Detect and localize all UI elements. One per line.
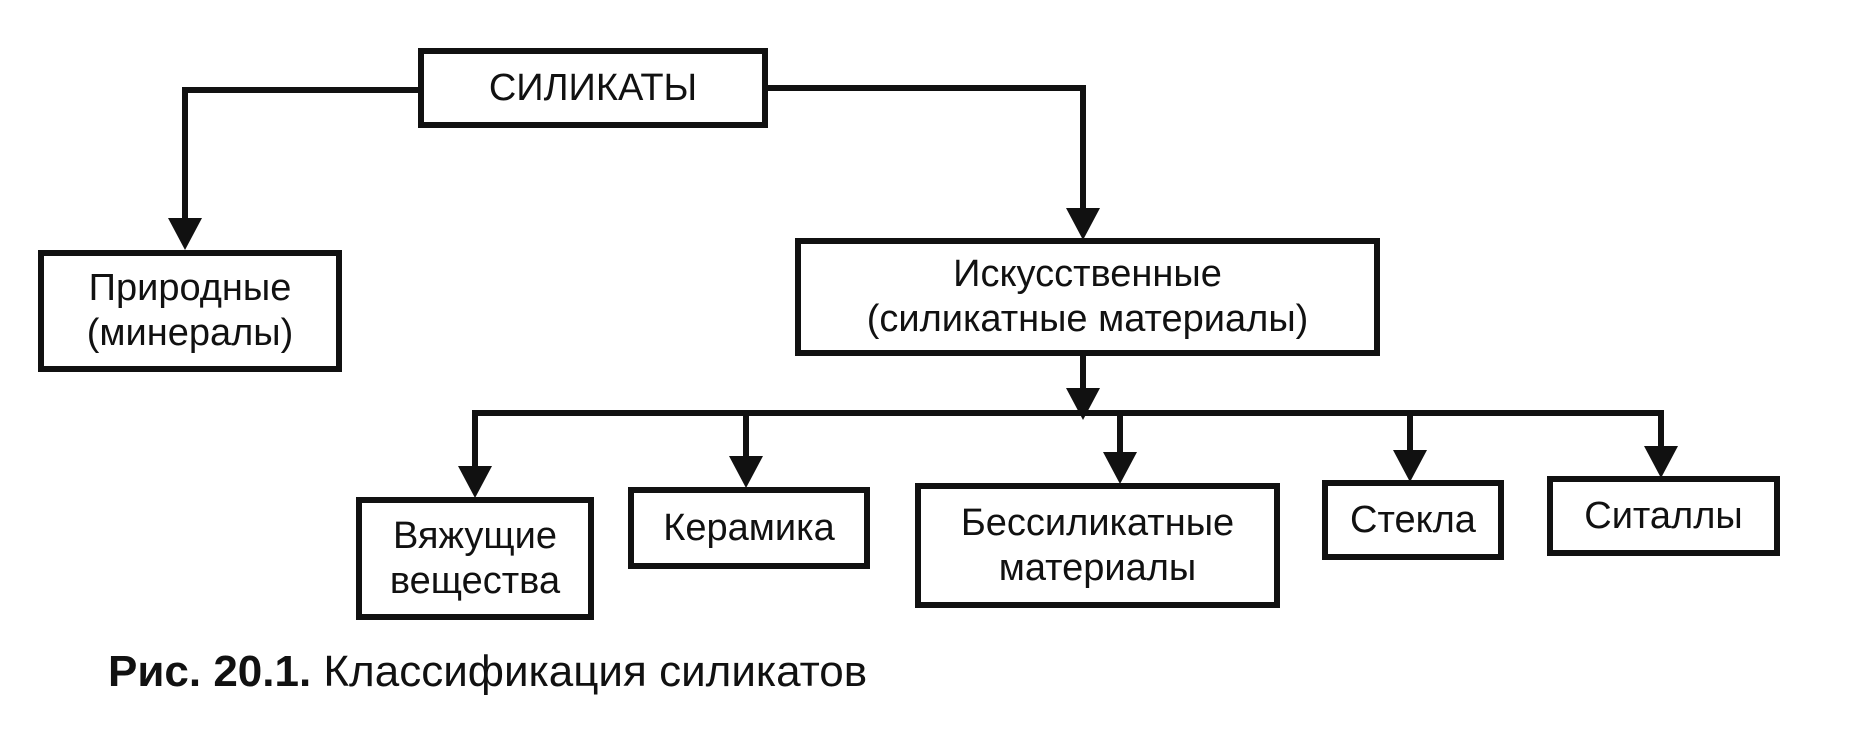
edge-root-natural (182, 87, 420, 222)
node-artificial-line2: (силикатные материалы) (866, 298, 1309, 340)
figure-caption: Рис. 20.1. Классификация силикатов (108, 650, 867, 694)
node-artificial-line1: Искусственные (953, 253, 1222, 296)
arrow-head-glass (1393, 450, 1427, 482)
node-glass: Стекла (1322, 480, 1504, 560)
arrow-head-ceramics (729, 456, 763, 488)
node-ceramics-label: Керамика (663, 506, 835, 549)
node-artificial-materials: Искусственные (силикатные материалы) (795, 238, 1380, 356)
arrow-head-glassceramics (1644, 446, 1678, 478)
node-natural-minerals: Природные (минералы) (38, 250, 342, 372)
node-binders-line1: Вяжущие (393, 514, 557, 557)
node-silicates-label: СИЛИКАТЫ (488, 66, 698, 109)
node-glass-ceramics: Ситаллы (1547, 476, 1780, 556)
node-nonsilicate-materials: Бессиликатные материалы (915, 483, 1280, 608)
arrow-head-artificial (1066, 208, 1100, 240)
arrow-head-nonsilicate (1103, 452, 1137, 484)
arrow-head-bus (1066, 388, 1100, 420)
node-glass-ceramics-label: Ситаллы (1584, 494, 1743, 537)
node-natural-line2: (минералы) (86, 312, 294, 354)
edge-root-artificial (764, 85, 1086, 212)
figure-caption-label: Рис. 20.1. (108, 647, 312, 696)
node-ceramics: Керамика (628, 487, 870, 569)
node-binders-line2: вещества (389, 559, 561, 602)
node-nonsilicate-line2: материалы (998, 546, 1197, 589)
node-natural-line1: Природные (88, 267, 292, 310)
node-binders: Вяжущие вещества (356, 497, 594, 620)
node-nonsilicate-line1: Бессиликатные (960, 501, 1235, 544)
node-silicates: СИЛИКАТЫ (418, 48, 768, 128)
arrow-head-natural (168, 218, 202, 250)
arrow-head-binders (458, 466, 492, 498)
figure-caption-text: Классификация силикатов (311, 647, 868, 696)
node-glass-label: Стекла (1350, 498, 1476, 541)
